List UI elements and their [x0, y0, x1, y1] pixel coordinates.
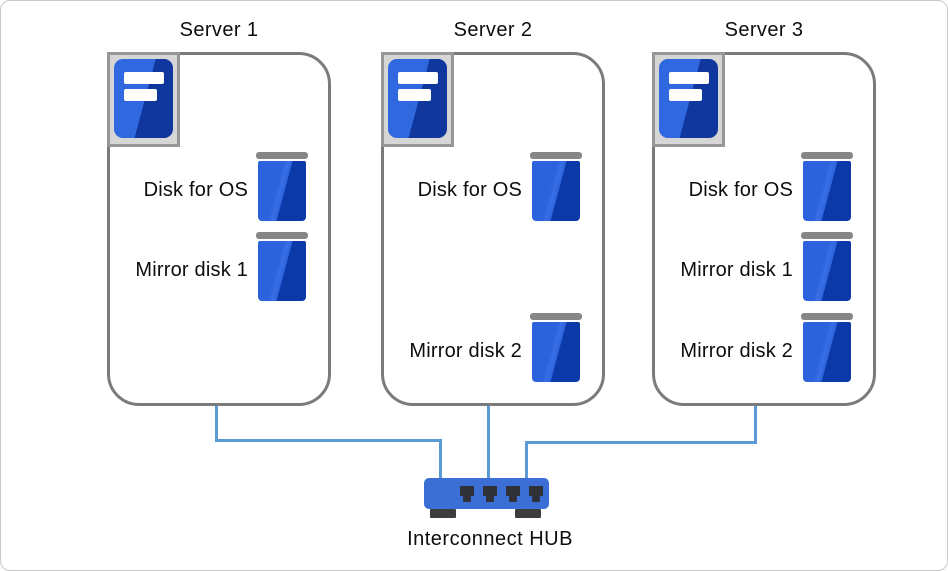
tower-icon-body	[114, 59, 173, 138]
ethernet-port-icon	[460, 486, 474, 502]
disk-icon	[530, 151, 582, 221]
disk-cap	[256, 231, 308, 239]
disk-body	[258, 160, 306, 221]
disk-row: Mirror disk 2	[655, 312, 873, 382]
disk-label: Mirror disk 2	[680, 339, 793, 362]
disk-label: Disk for OS	[143, 178, 248, 201]
server-1-box: Disk for OS Mirror disk 1	[107, 52, 331, 406]
tower-icon-body	[659, 59, 718, 138]
connector-server1-drop	[215, 406, 218, 442]
server-3-box: Disk for OS Mirror disk 1 Mirror disk 2	[652, 52, 876, 406]
disk-icon	[801, 231, 853, 301]
tower-slot-icon	[124, 89, 157, 101]
tower-slot-icon	[398, 89, 431, 101]
disk-row: Mirror disk 1	[110, 231, 328, 301]
disk-row: Mirror disk 2	[384, 312, 602, 382]
disk-body	[803, 321, 851, 382]
disk-label: Disk for OS	[417, 178, 522, 201]
server-2-box: Disk for OS Mirror disk 2	[381, 52, 605, 406]
connector-server1-horizontal	[215, 439, 442, 442]
disk-icon	[256, 151, 308, 221]
disk-label: Mirror disk 1	[680, 258, 793, 281]
hub-label: Interconnect HUB	[407, 528, 573, 550]
server-title: Server 2	[453, 19, 533, 41]
ethernet-port-icon	[483, 486, 497, 502]
disk-icon	[801, 151, 853, 221]
disk-label: Mirror disk 2	[409, 339, 522, 362]
tower-slot-icon	[669, 89, 702, 101]
disk-row: Disk for OS	[655, 151, 873, 221]
ethernet-port-icon	[506, 486, 520, 502]
disk-icon	[530, 312, 582, 382]
network-hub-icon	[424, 478, 549, 509]
disk-row: Disk for OS	[384, 151, 602, 221]
connector-server3-drop	[754, 406, 757, 444]
disk-body	[803, 160, 851, 221]
disk-cap	[256, 151, 308, 159]
server-1-group: Server 1 Disk for OS Mirror disk 1	[107, 19, 331, 406]
hub-foot	[515, 509, 541, 518]
server-title: Server 1	[179, 19, 259, 41]
disk-label: Mirror disk 1	[135, 258, 248, 281]
disk-row: Disk for OS	[110, 151, 328, 221]
connector-server3-to-hub	[525, 441, 528, 479]
disk-body	[532, 160, 580, 221]
disk-cap	[530, 312, 582, 320]
server-tower-icon	[652, 52, 725, 147]
hub-ports-row	[460, 486, 543, 502]
disk-icon	[801, 312, 853, 382]
disk-cap	[801, 312, 853, 320]
tower-slot-icon	[669, 72, 709, 84]
disk-body	[803, 240, 851, 301]
server-tower-icon	[107, 52, 180, 147]
disk-icon	[256, 231, 308, 301]
connector-server3-horizontal	[525, 441, 757, 444]
connector-server2-to-hub	[487, 406, 490, 479]
disk-row: Mirror disk 1	[655, 231, 873, 301]
disk-cap	[801, 151, 853, 159]
tower-icon-body	[388, 59, 447, 138]
server-3-group: Server 3 Disk for OS Mirror disk 1	[652, 19, 876, 406]
disk-cap	[530, 151, 582, 159]
connector-server1-to-hub	[439, 439, 442, 479]
disk-label: Disk for OS	[688, 178, 793, 201]
server-title: Server 3	[724, 19, 804, 41]
hub-foot	[430, 509, 456, 518]
ethernet-port-icon	[529, 486, 543, 502]
disk-body	[258, 240, 306, 301]
disk-body	[532, 321, 580, 382]
disk-cap	[801, 231, 853, 239]
server-2-group: Server 2 Disk for OS Mirror disk 2	[381, 19, 605, 406]
server-tower-icon	[381, 52, 454, 147]
tower-slot-icon	[124, 72, 164, 84]
tower-slot-icon	[398, 72, 438, 84]
